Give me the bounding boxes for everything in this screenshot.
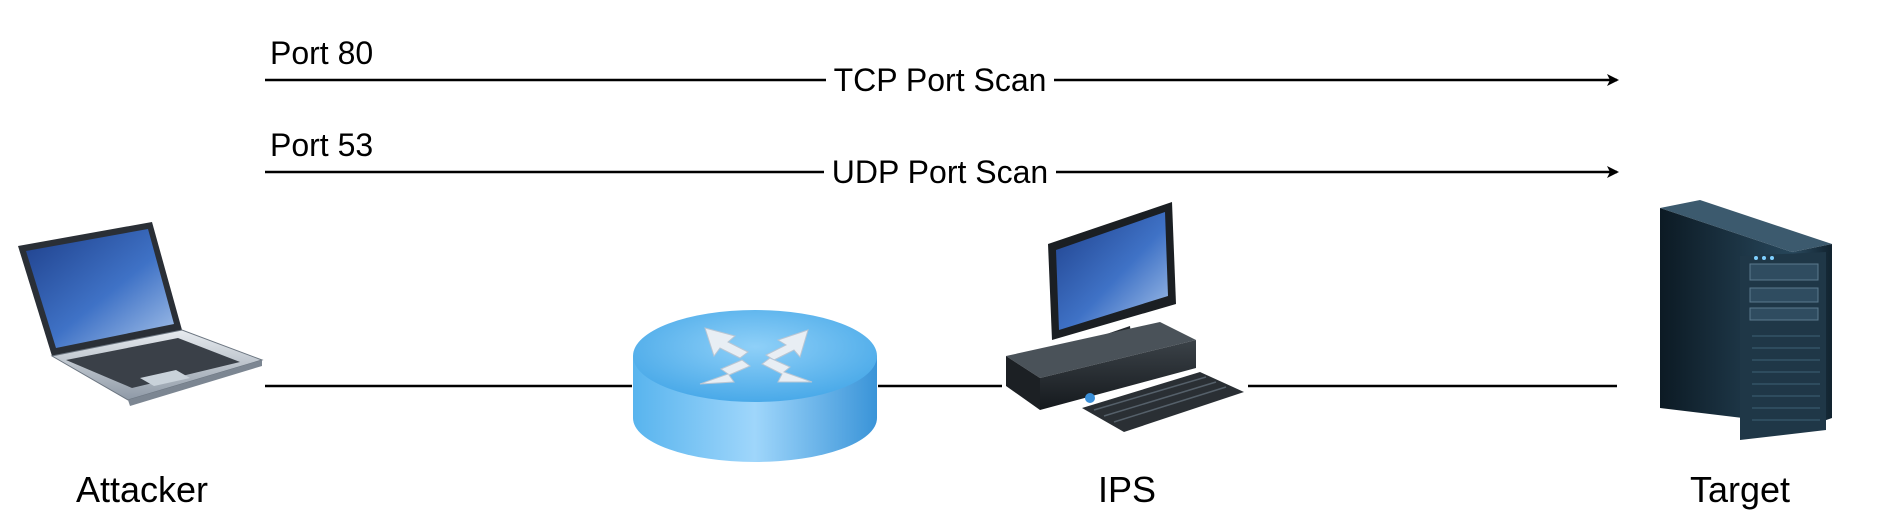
tcp-port-label: Port 80 xyxy=(270,35,373,71)
attacker-label: Attacker xyxy=(76,469,208,510)
udp-scan-label: UDP Port Scan xyxy=(832,154,1048,190)
router-node xyxy=(633,310,877,462)
target-node: Target xyxy=(1660,200,1832,510)
laptop-icon xyxy=(18,222,264,406)
udp-scan-flow: UDP Port Scan Port 53 xyxy=(265,127,1619,190)
udp-port-label: Port 53 xyxy=(270,127,373,163)
attacker-node: Attacker xyxy=(18,222,264,510)
tcp-scan-flow: TCP Port Scan Port 80 xyxy=(265,35,1619,98)
desktop-computer-icon xyxy=(1006,202,1244,432)
ips-label: IPS xyxy=(1098,469,1156,510)
router-icon xyxy=(633,310,877,462)
ips-node: IPS xyxy=(1006,202,1244,510)
target-label: Target xyxy=(1690,469,1790,510)
tcp-scan-label: TCP Port Scan xyxy=(834,62,1047,98)
server-tower-icon xyxy=(1660,200,1832,440)
